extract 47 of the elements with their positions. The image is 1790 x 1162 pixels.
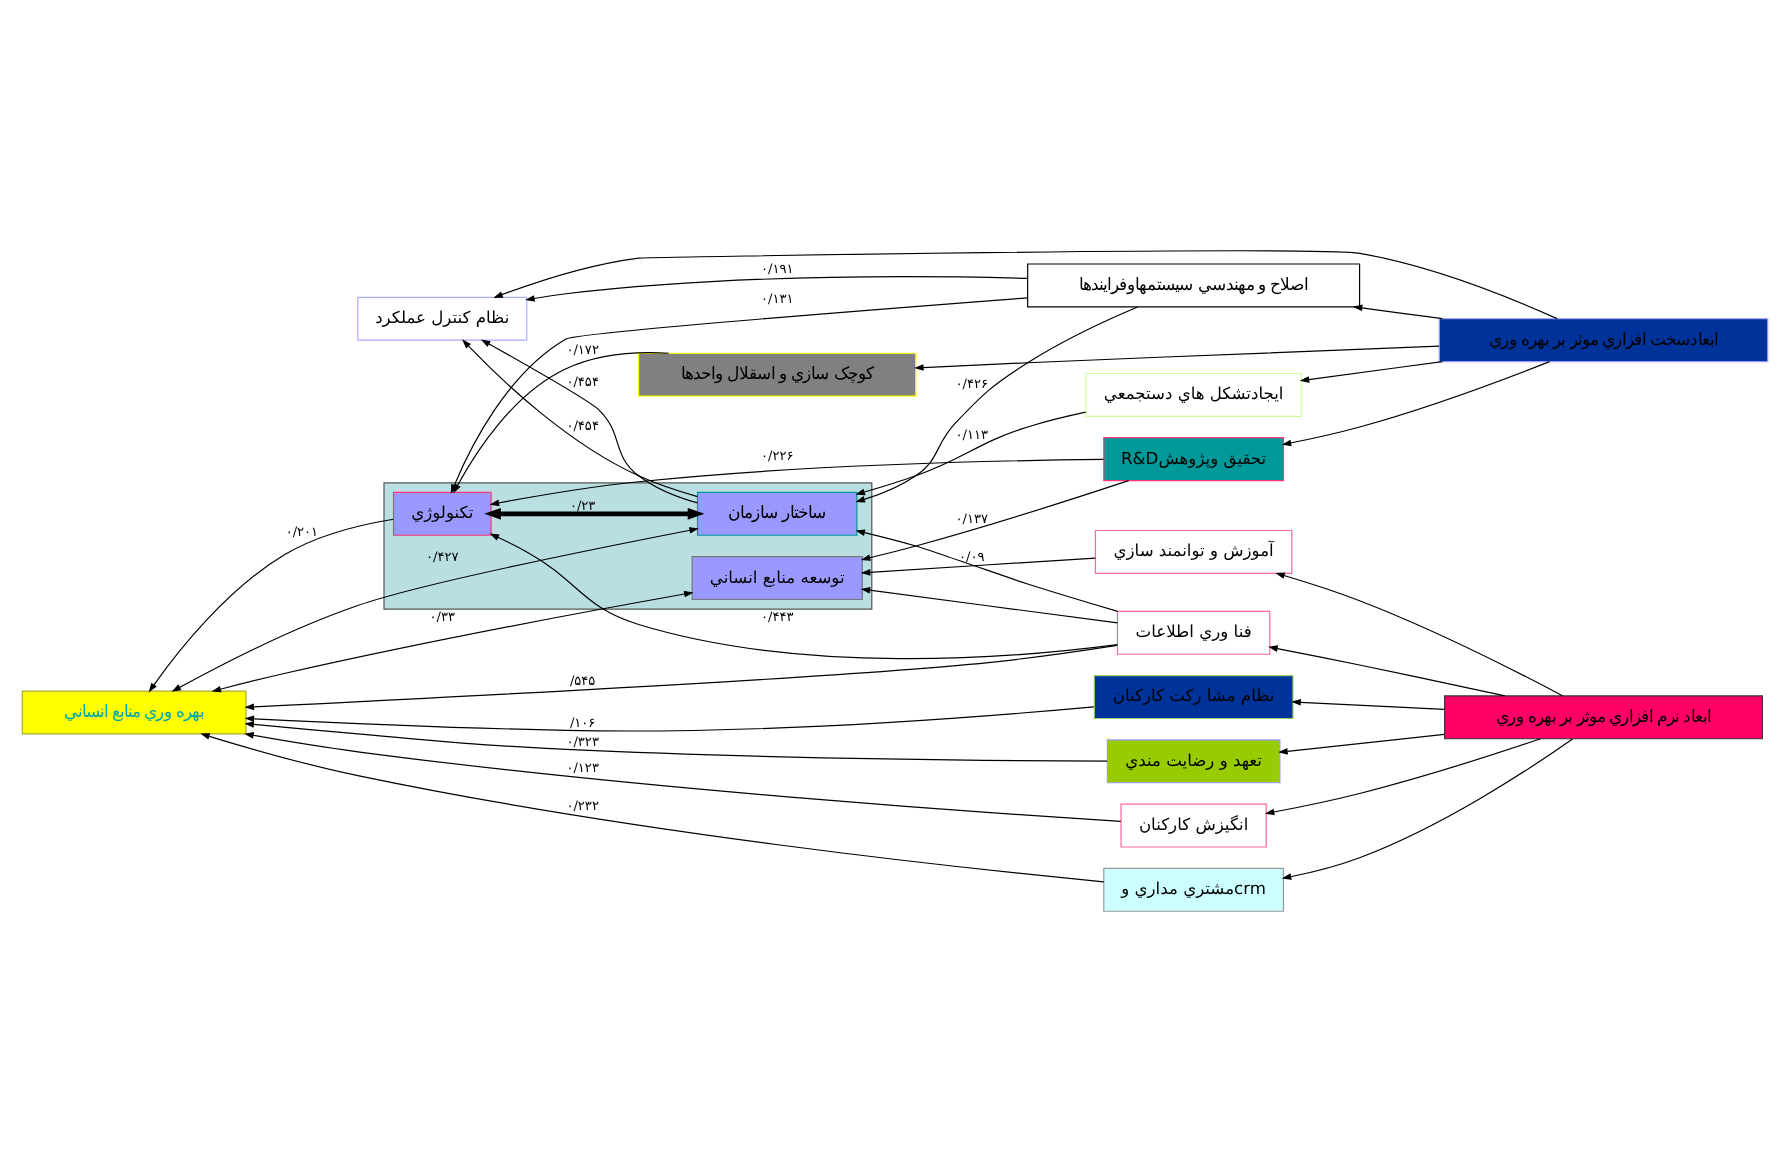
arrow (1275, 572, 1563, 697)
arrow (855, 529, 1119, 612)
node-box: اصلاح و مهندسي سيستمهاوفرايندها (1027, 263, 1361, 308)
arrow (200, 733, 1105, 883)
node-box: R&Dتحقيق وپژوهش (1103, 437, 1285, 482)
node-box: ساختار سازمان (696, 491, 858, 536)
arrow (860, 586, 1119, 624)
node-box: نظام مشا ركت كاركنان (1093, 675, 1294, 720)
arrow (484, 508, 705, 520)
arrow (244, 644, 1118, 711)
arrow (244, 721, 1108, 762)
node-box: ايجادتشكل هاي دستجمعي (1085, 372, 1302, 417)
arrow (489, 533, 1118, 660)
arrow (211, 590, 694, 693)
arrow (855, 411, 1087, 496)
node-box: بهره وري منابع انساني (21, 690, 247, 735)
arrow (1278, 733, 1445, 755)
arrow (1352, 304, 1444, 320)
arrow (914, 345, 1440, 371)
arrow (1299, 361, 1444, 383)
arrow (855, 306, 1139, 503)
arrow (1291, 699, 1445, 711)
arrow (1268, 645, 1506, 697)
node-box: نظام كنترل عملكرد (357, 296, 528, 341)
node-box: مشتري مداري وcrm (1103, 867, 1285, 912)
node-box: كوچک سازي و اسقلال واحدها (638, 352, 917, 397)
arrow (244, 706, 1095, 732)
arrow (489, 458, 1105, 507)
arrow (1281, 361, 1551, 447)
arrow (493, 250, 1558, 320)
arrow (453, 352, 670, 494)
arrow (244, 732, 1122, 822)
node-box: توسعه منابع انساني (691, 556, 863, 601)
arrow (1281, 738, 1574, 880)
node-box: آموزش و توانمند سازي (1094, 529, 1293, 574)
arrow (525, 276, 1029, 302)
node-box: انگيزش كاركنان (1120, 803, 1267, 848)
arrow (860, 557, 1096, 576)
arrow (148, 518, 395, 693)
node-box: ابعادسخت افزاري موثر بر بهره وري (1438, 318, 1769, 363)
node-box: تكنولوژي (392, 491, 492, 536)
node-box: ابعاد نرم افزاري موثر بر بهره وري (1444, 695, 1763, 740)
arrow (1264, 738, 1542, 816)
arrow (171, 527, 699, 692)
node-box: فنا وري اطلاعات (1116, 610, 1271, 655)
node-box: تعهد و رضايت مندي (1106, 739, 1281, 784)
arrow (860, 480, 1130, 561)
